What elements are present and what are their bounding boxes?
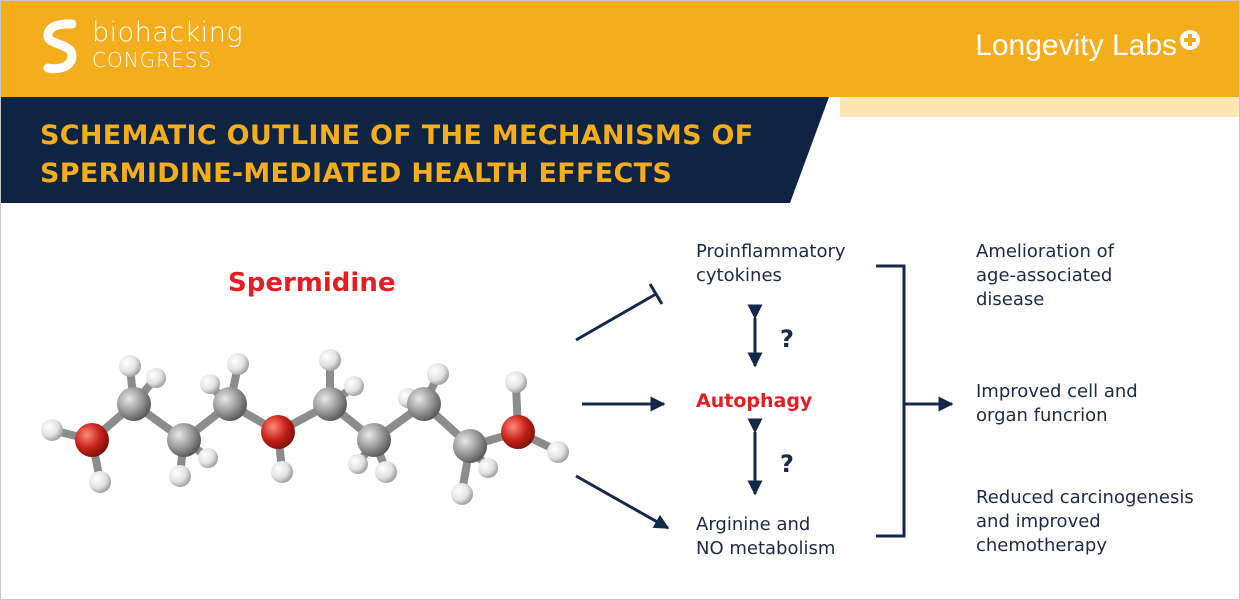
brand-name: biohacking bbox=[92, 17, 244, 48]
effect-3-line-3: chemotherapy bbox=[976, 535, 1107, 556]
partner-logo[interactable]: Longevity Labs bbox=[975, 28, 1200, 64]
title-band bbox=[0, 97, 1240, 203]
effect-3-line-1: Reduced carcinogenesis bbox=[976, 487, 1194, 508]
effect-carcinogenesis: Reduced carcinogenesis and improved chem… bbox=[976, 486, 1194, 558]
cytokines-label-line-2: cytokines bbox=[696, 265, 782, 286]
nitrogen-atoms bbox=[75, 415, 535, 457]
effect-cell-organ: Improved cell and organ funcrion bbox=[976, 380, 1138, 428]
autophagy-label: Autophagy bbox=[696, 390, 813, 412]
question-mark-bottom: ? bbox=[780, 450, 794, 478]
title-band-shape bbox=[0, 97, 1240, 203]
arrow-to-arginine bbox=[575, 474, 670, 530]
partner-name: Longevity Labs bbox=[975, 29, 1177, 62]
brand-logo-group[interactable]: biohacking CONGRESS bbox=[38, 18, 243, 76]
effect-1-line-2: age-associated bbox=[976, 265, 1113, 286]
plus-circle-icon bbox=[1180, 30, 1200, 50]
arginine-label: Arginine and NO metabolism bbox=[696, 513, 835, 561]
cytokines-label: Proinflammatory cytokines bbox=[696, 240, 846, 288]
brand-subtitle: CONGRESS bbox=[92, 48, 213, 72]
question-mark-top: ? bbox=[780, 325, 794, 353]
arginine-label-line-1: Arginine and bbox=[696, 514, 811, 535]
effect-3-line-2: and improved bbox=[976, 511, 1101, 532]
effect-age-disease: Amelioration of age-associated disease bbox=[976, 240, 1114, 312]
arginine-label-line-2: NO metabolism bbox=[696, 538, 836, 559]
title-line-2: SPERMIDINE-MEDIATED HEALTH EFFECTS bbox=[40, 158, 673, 189]
effect-1-line-1: Amelioration of bbox=[976, 241, 1114, 262]
inhibition-arrow bbox=[575, 283, 664, 342]
effect-1-line-3: disease bbox=[976, 289, 1045, 310]
page-title: SCHEMATIC OUTLINE OF THE MECHANISMS OF S… bbox=[40, 117, 754, 193]
carbon-atoms bbox=[117, 387, 487, 463]
hydrogen-atoms bbox=[41, 349, 569, 505]
title-line-1: SCHEMATIC OUTLINE OF THE MECHANISMS OF bbox=[40, 120, 754, 151]
effect-2-line-2: organ funcrion bbox=[976, 405, 1108, 426]
biohacking-logo-icon bbox=[43, 19, 77, 74]
effect-2-line-1: Improved cell and bbox=[976, 381, 1138, 402]
cytokines-label-line-1: Proinflammatory bbox=[696, 241, 846, 262]
header-bar: biohacking CONGRESS Longevity Labs bbox=[0, 0, 1240, 97]
grouping-bracket bbox=[876, 264, 906, 538]
molecule-name: Spermidine bbox=[228, 268, 396, 298]
